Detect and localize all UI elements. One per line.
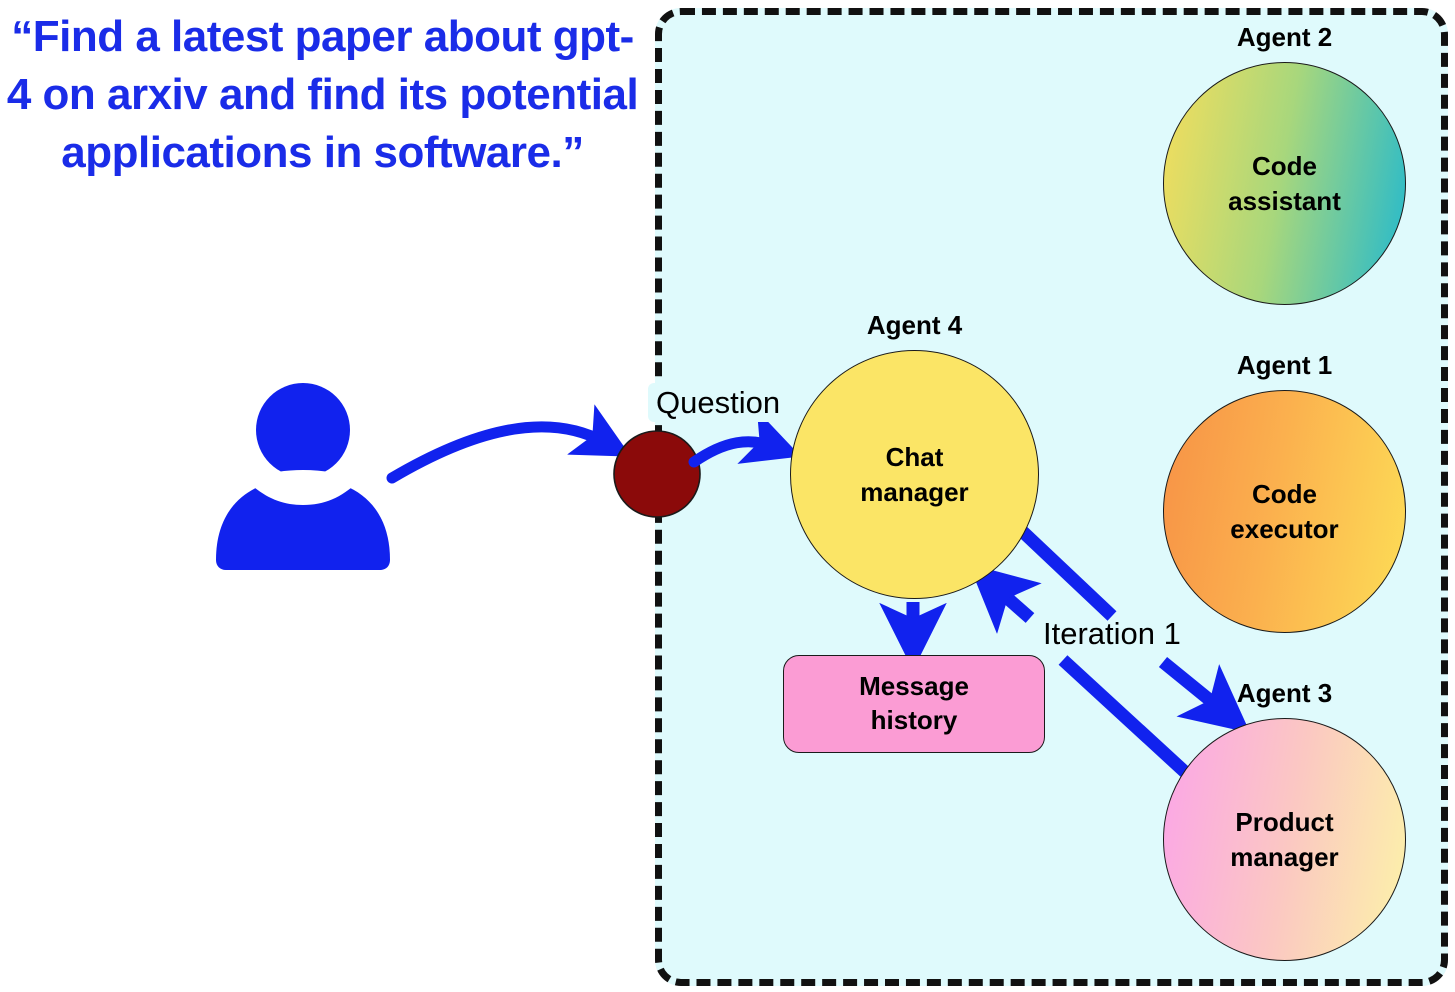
user-prompt-quote: “Find a latest paper about gpt-4 on arxi… (6, 12, 639, 178)
node-agent2-code-assistant[interactable]: Code assistant (1163, 62, 1406, 305)
edge-label-question: Question (648, 383, 789, 422)
agent1-title: Code executor (1230, 479, 1339, 544)
node-agent3-product-manager[interactable]: Product manager (1163, 718, 1406, 961)
agent4-title: Chat manager (860, 442, 969, 507)
agent4-label: Agent 4 (866, 310, 963, 340)
agent2-label: Agent 2 (1236, 22, 1333, 52)
agent3-title: Product manager (1230, 807, 1339, 872)
node-agent4-chat-manager[interactable]: Chat manager (790, 350, 1039, 599)
arrow-user-to-entry (386, 404, 632, 484)
agent2-title: Code assistant (1228, 151, 1341, 216)
message-history-title: Message history (859, 671, 969, 735)
user-icon (216, 383, 390, 570)
edge-label-iteration: Iteration 1 (1043, 616, 1181, 651)
node-message-history[interactable]: Message history (783, 655, 1045, 753)
agent3-label: Agent 3 (1236, 678, 1333, 708)
node-agent1-code-executor[interactable]: Code executor (1163, 390, 1406, 633)
agent1-label: Agent 1 (1236, 350, 1333, 380)
